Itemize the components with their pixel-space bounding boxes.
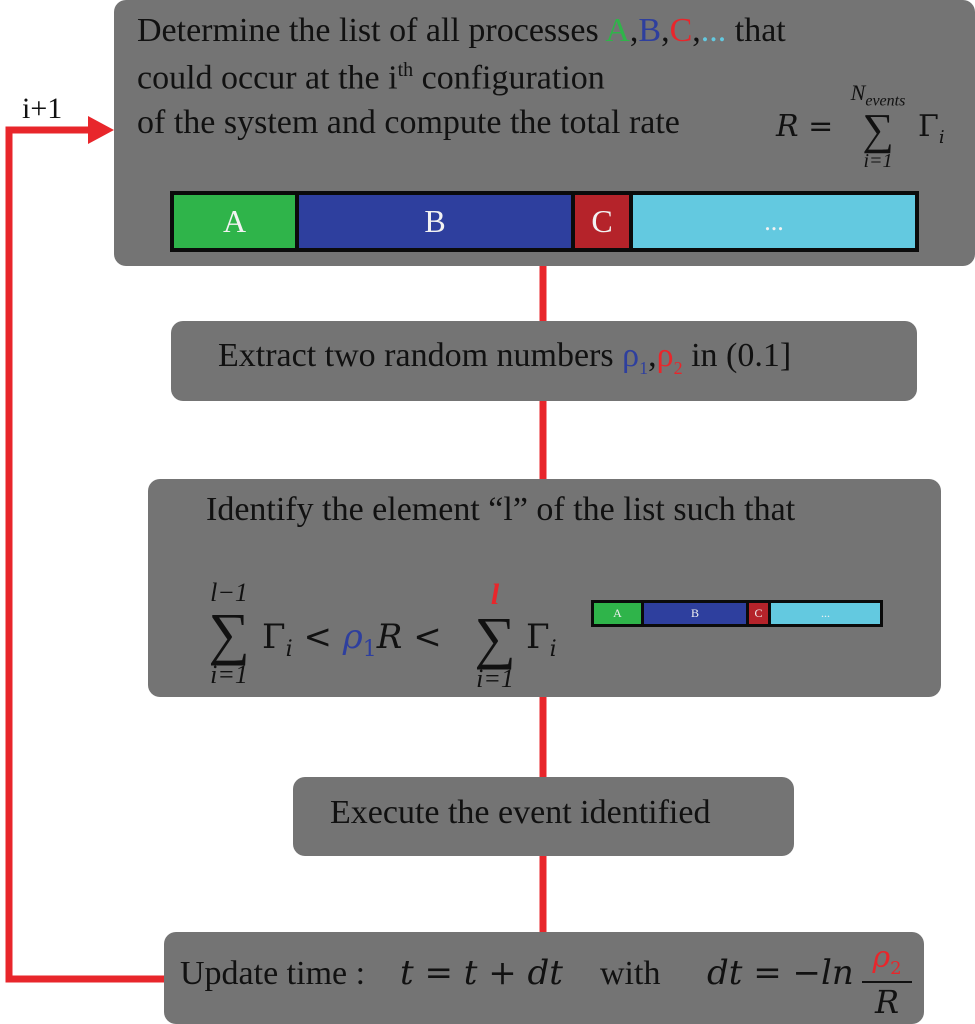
loop-line — [5, 126, 166, 983]
gamma-sub: i — [938, 127, 945, 148]
rate-segment-c: C — [575, 195, 629, 248]
comma-1: , — [629, 12, 639, 49]
lower-sum-lower: i=1 — [210, 660, 248, 690]
lower-sum-upper: l−1 — [210, 578, 248, 607]
dt-equation-lhs: dt = −ln — [707, 953, 854, 993]
step1-line2-suffix: configuration — [421, 59, 605, 97]
upper-sum-upper: l — [490, 578, 500, 611]
mini-segment-a: A — [594, 603, 641, 624]
rho2: ρ2 — [656, 337, 683, 377]
step5-prefix: Update time : — [180, 955, 366, 992]
step-update-time — [164, 932, 924, 1024]
gamma-2-term: Γi — [526, 620, 557, 661]
inequality-middle: Γi < ρ1R < — [262, 620, 442, 661]
sum-upper-n: N — [850, 80, 866, 105]
rate-segment-b-label: B — [424, 203, 446, 239]
gamma-1-sub: i — [285, 636, 293, 662]
mini-rate-bar: A B C ... — [591, 600, 883, 627]
step1-line3: of the system and compute the total rate — [137, 104, 680, 141]
rho1-symbol: ρ — [622, 337, 640, 374]
step1-line2: could occur at the ith configuration — [137, 60, 605, 95]
r-symbol: R — [376, 617, 403, 657]
step1-line2-sup: th — [397, 59, 414, 81]
rho1-inline-symbol: ρ — [342, 617, 363, 657]
process-rate-bar: A B C ... — [170, 191, 919, 252]
rho2-sub: 2 — [673, 357, 683, 378]
time-update-equation: t = t + dt — [400, 953, 563, 993]
rho2-symbol: ρ — [656, 337, 674, 374]
sum-lower: i=1 — [863, 149, 893, 172]
rate-segment-a: A — [174, 195, 295, 248]
rate-segment-a-label: A — [222, 203, 247, 239]
comma-3: , — [692, 12, 701, 49]
lt-1: < — [303, 617, 332, 657]
sum-upper-sub: events — [865, 92, 906, 110]
lt-2: < — [413, 617, 442, 657]
process-a-label: A — [605, 12, 630, 49]
gamma-2-sub: i — [549, 636, 557, 662]
step2-comma: , — [648, 337, 657, 374]
fraction-denominator: R — [874, 983, 900, 1021]
step-identify-element — [148, 479, 941, 697]
gamma-2: Γ — [526, 617, 550, 657]
upper-sum-symbol: ∑ — [474, 605, 516, 670]
total-rate-term: Γi — [918, 112, 945, 147]
step1-line1-suffix: that — [734, 12, 786, 49]
step1-line1: Determine the list of all processes A,B,… — [137, 14, 786, 48]
mini-segment-more-label: ... — [821, 606, 830, 620]
mini-segment-more: ... — [771, 603, 880, 624]
lower-sum: l−1 ∑ i=1 — [194, 578, 264, 690]
dt-fraction: ρ2 R — [862, 940, 912, 1021]
step2-text: Extract two random numbers ρ1,ρ2 in (0.1… — [218, 339, 791, 377]
total-rate-sum: Nevents ∑ i=1 — [834, 80, 922, 173]
process-more-label: ... — [700, 12, 727, 49]
rho1: ρ1 — [622, 337, 648, 377]
step1-line1-prefix: Determine the list of all processes — [137, 12, 599, 49]
gamma-symbol: Γ — [918, 109, 939, 144]
lower-sum-symbol: ∑ — [208, 601, 250, 666]
mini-segment-a-label: A — [613, 606, 622, 620]
rate-segment-more: ... — [633, 195, 915, 248]
frac-rho: ρ — [872, 940, 891, 975]
gamma-1: Γ — [262, 617, 286, 657]
step4-text: Execute the event identified — [330, 794, 711, 831]
upper-sum-lower: i=1 — [476, 664, 514, 694]
mini-segment-b-label: B — [690, 606, 699, 620]
step-extract-random — [171, 321, 917, 401]
rho1-inline: ρ1 — [342, 617, 377, 660]
process-b-label: B — [638, 12, 662, 49]
comma-2: , — [661, 12, 670, 49]
rate-segment-more-label: ... — [764, 206, 784, 236]
upper-sum: l ∑ i=1 — [460, 578, 530, 694]
process-c-label: C — [669, 12, 693, 49]
step2-prefix: Extract two random numbers — [218, 337, 614, 374]
mini-segment-c: C — [749, 603, 768, 624]
rate-segment-b: B — [299, 195, 571, 248]
step5-with: with — [600, 955, 661, 992]
rho1-sub: 1 — [639, 357, 649, 378]
rho1-inline-sub: 1 — [362, 636, 377, 662]
mini-segment-c-label: C — [754, 606, 763, 620]
step3-title: Identify the element “l” of the list suc… — [206, 491, 796, 528]
step2-suffix: in (0.1] — [691, 337, 792, 374]
total-rate-lhs: R = — [776, 109, 834, 144]
step1-line2-prefix: could occur at the i — [137, 59, 398, 97]
rate-segment-c-label: C — [591, 203, 613, 239]
step-execute-event — [293, 777, 794, 856]
fraction-numerator: ρ2 — [862, 940, 912, 983]
loop-label: i+1 — [22, 92, 63, 125]
frac-rho-sub: 2 — [890, 958, 902, 979]
sum-symbol: ∑ — [862, 105, 894, 155]
mini-segment-b: B — [644, 603, 746, 624]
loop-arrow-head — [88, 116, 114, 144]
